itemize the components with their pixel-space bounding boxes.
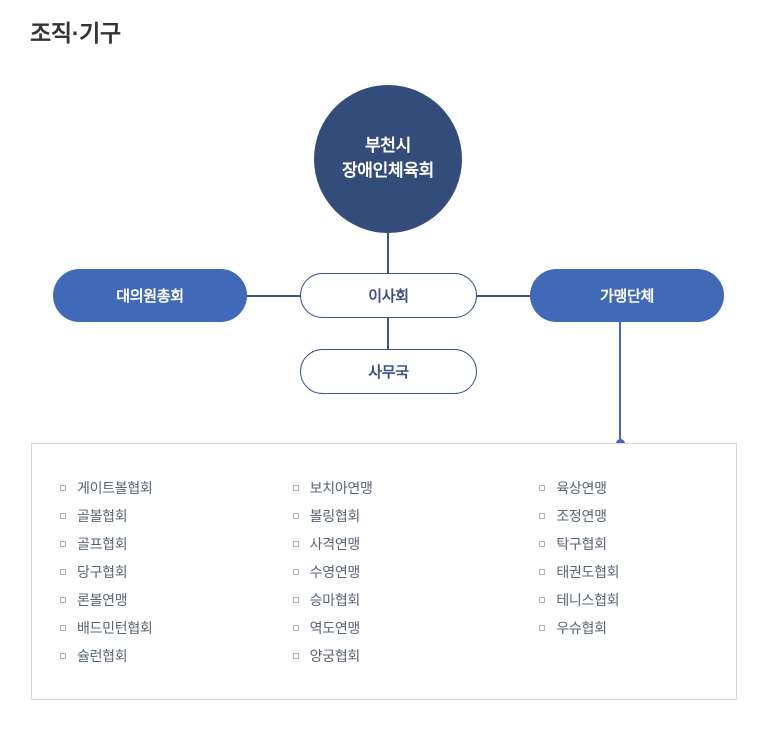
node-board-label: 이사회 (368, 288, 409, 305)
affiliate-list-item-label: 골볼협회 (77, 508, 128, 524)
bullet-square-icon (60, 653, 66, 659)
affiliate-list-item: 조정연맹 (539, 502, 736, 530)
affiliate-list-item: 승마협회 (292, 586, 490, 614)
node-root-label-line2: 장애인체육회 (341, 161, 435, 180)
affiliate-list-item-label: 사격연맹 (309, 536, 361, 552)
affiliate-list-item-label: 탁구협회 (556, 536, 607, 552)
affiliate-list-item-label: 양궁협회 (309, 648, 361, 664)
bullet-square-icon (292, 541, 299, 547)
affiliate-list-item: 우슈협회 (539, 614, 736, 642)
bullet-square-icon (292, 513, 299, 519)
affiliate-list-item: 테니스협회 (539, 586, 736, 614)
connector-root-to-board (387, 232, 389, 294)
affiliate-list-item: 당구협회 (60, 558, 257, 586)
affiliate-list-item: 배드민턴협회 (60, 614, 257, 642)
affiliate-list-item: 탁구협회 (539, 530, 736, 558)
bullet-square-icon (292, 625, 299, 631)
affiliate-list-item-label: 게이트볼협회 (77, 480, 153, 496)
affiliate-list-item-label: 태권도협회 (556, 564, 620, 580)
page-title: 조직·기구 (30, 20, 121, 46)
affiliate-list-item: 수영연맹 (292, 558, 490, 586)
bullet-square-icon (292, 569, 299, 575)
affiliate-list-item-label: 수영연맹 (309, 564, 361, 580)
node-council[interactable]: 대의원총회 (53, 269, 247, 322)
affiliate-list-item-label: 볼링협회 (309, 508, 361, 524)
node-council-label: 대의원총회 (116, 288, 184, 305)
node-root-organization[interactable]: 부천시 장애인체육회 (314, 85, 462, 233)
connector-board-to-secretariat (387, 317, 389, 351)
connector-affiliates-to-list (619, 321, 621, 444)
affiliate-list-item-label: 육상연맹 (556, 480, 607, 496)
bullet-square-icon (539, 625, 546, 631)
bullet-square-icon (539, 569, 546, 575)
bullet-square-icon (60, 597, 66, 603)
affiliate-list-item: 게이트볼협회 (60, 474, 257, 502)
bullet-square-icon (292, 597, 299, 603)
node-affiliates-label: 가맹단체 (599, 288, 654, 305)
affiliate-list-item-label: 조정연맹 (556, 508, 607, 524)
bullet-square-icon (60, 541, 66, 547)
node-affiliates[interactable]: 가맹단체 (530, 269, 724, 322)
affiliate-list-item: 볼링협회 (292, 502, 490, 530)
affiliate-list-item-label: 슐런협회 (77, 648, 128, 664)
affiliate-list-item-label: 보치아연맹 (309, 480, 373, 496)
affiliate-list-item-label: 승마협회 (309, 592, 361, 608)
node-secretariat-label: 사무국 (368, 364, 409, 381)
bullet-square-icon (539, 597, 546, 603)
affiliate-list-item: 육상연맹 (539, 474, 736, 502)
bullet-square-icon (539, 485, 546, 491)
affiliate-list-item: 슐런협회 (60, 642, 257, 670)
bullet-square-icon (292, 653, 299, 659)
affiliate-list-item: 론볼연맹 (60, 586, 257, 614)
bullet-square-icon (60, 569, 66, 575)
affiliate-list-item: 사격연맹 (292, 530, 490, 558)
bullet-square-icon (539, 541, 546, 547)
bullet-square-icon (539, 513, 546, 519)
affiliate-list-item-label: 골프협회 (77, 536, 128, 552)
affiliate-list-item: 역도연맹 (292, 614, 490, 642)
affiliate-list-item: 골볼협회 (60, 502, 257, 530)
affiliate-list-item-label: 론볼연맹 (77, 592, 128, 608)
affiliate-list-item: 양궁협회 (292, 642, 490, 670)
connector-council-to-board (246, 295, 302, 297)
affiliate-list-item-label: 역도연맹 (309, 620, 361, 636)
affiliate-list-item: 골프협회 (60, 530, 257, 558)
affiliate-list-item: 태권도협회 (539, 558, 736, 586)
affiliate-list-item-label: 당구협회 (77, 564, 128, 580)
bullet-square-icon (60, 625, 66, 631)
affiliate-list-item-label: 배드민턴협회 (77, 620, 153, 636)
connector-board-to-affiliates (475, 295, 532, 297)
bullet-square-icon (60, 485, 66, 491)
node-board[interactable]: 이사회 (300, 273, 477, 318)
bullet-square-icon (60, 513, 66, 519)
node-secretariat[interactable]: 사무국 (300, 349, 477, 394)
affiliate-list-item-label: 우슈협회 (556, 620, 607, 636)
affiliate-list-item: 보치아연맹 (292, 474, 490, 502)
bullet-square-icon (292, 485, 299, 491)
affiliate-list-item-label: 테니스협회 (556, 592, 620, 608)
node-root-label-line1: 부천시 (364, 136, 411, 156)
